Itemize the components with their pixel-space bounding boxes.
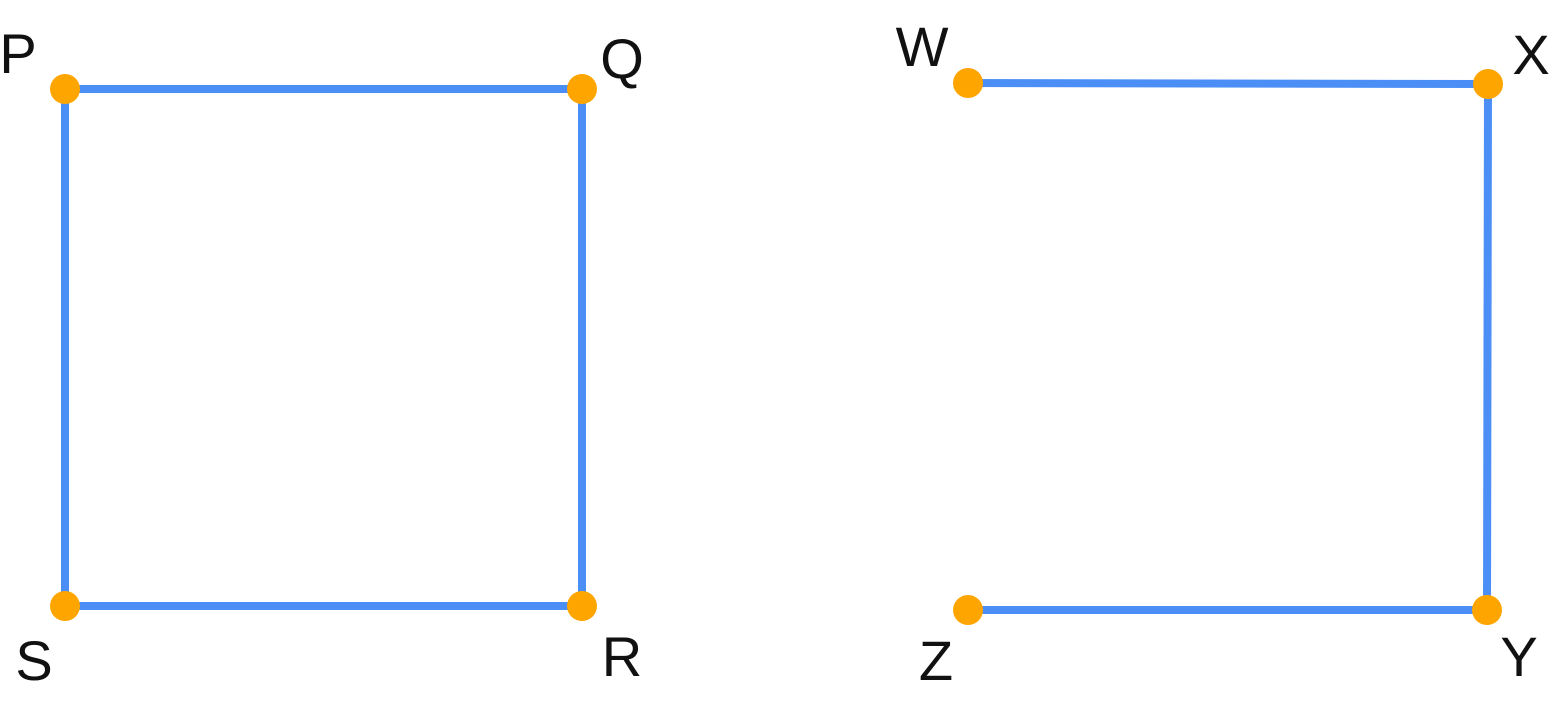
vertex-label-z: Z (919, 629, 953, 692)
vertex-label-x: X (1512, 23, 1549, 86)
edges-layer (61, 79, 1492, 614)
vertex-q (567, 74, 597, 104)
edge-wx (967, 79, 1489, 88)
vertices-layer (50, 68, 1503, 625)
vertex-label-s: S (15, 629, 52, 692)
edge-xy (1483, 83, 1492, 611)
vertex-label-w: W (896, 15, 949, 78)
vertex-label-r: R (602, 625, 642, 688)
labels-layer: P Q R S W X Y Z (0, 15, 1550, 692)
vertex-label-q: Q (600, 27, 644, 90)
vertex-p (50, 74, 80, 104)
vertex-label-y: Y (1500, 625, 1537, 688)
vertex-z (953, 595, 983, 625)
vertex-s (50, 591, 80, 621)
vertex-r (567, 591, 597, 621)
vertex-x (1473, 69, 1503, 99)
vertex-w (953, 68, 983, 98)
vertex-label-p: P (0, 22, 37, 85)
vertex-y (1472, 595, 1502, 625)
